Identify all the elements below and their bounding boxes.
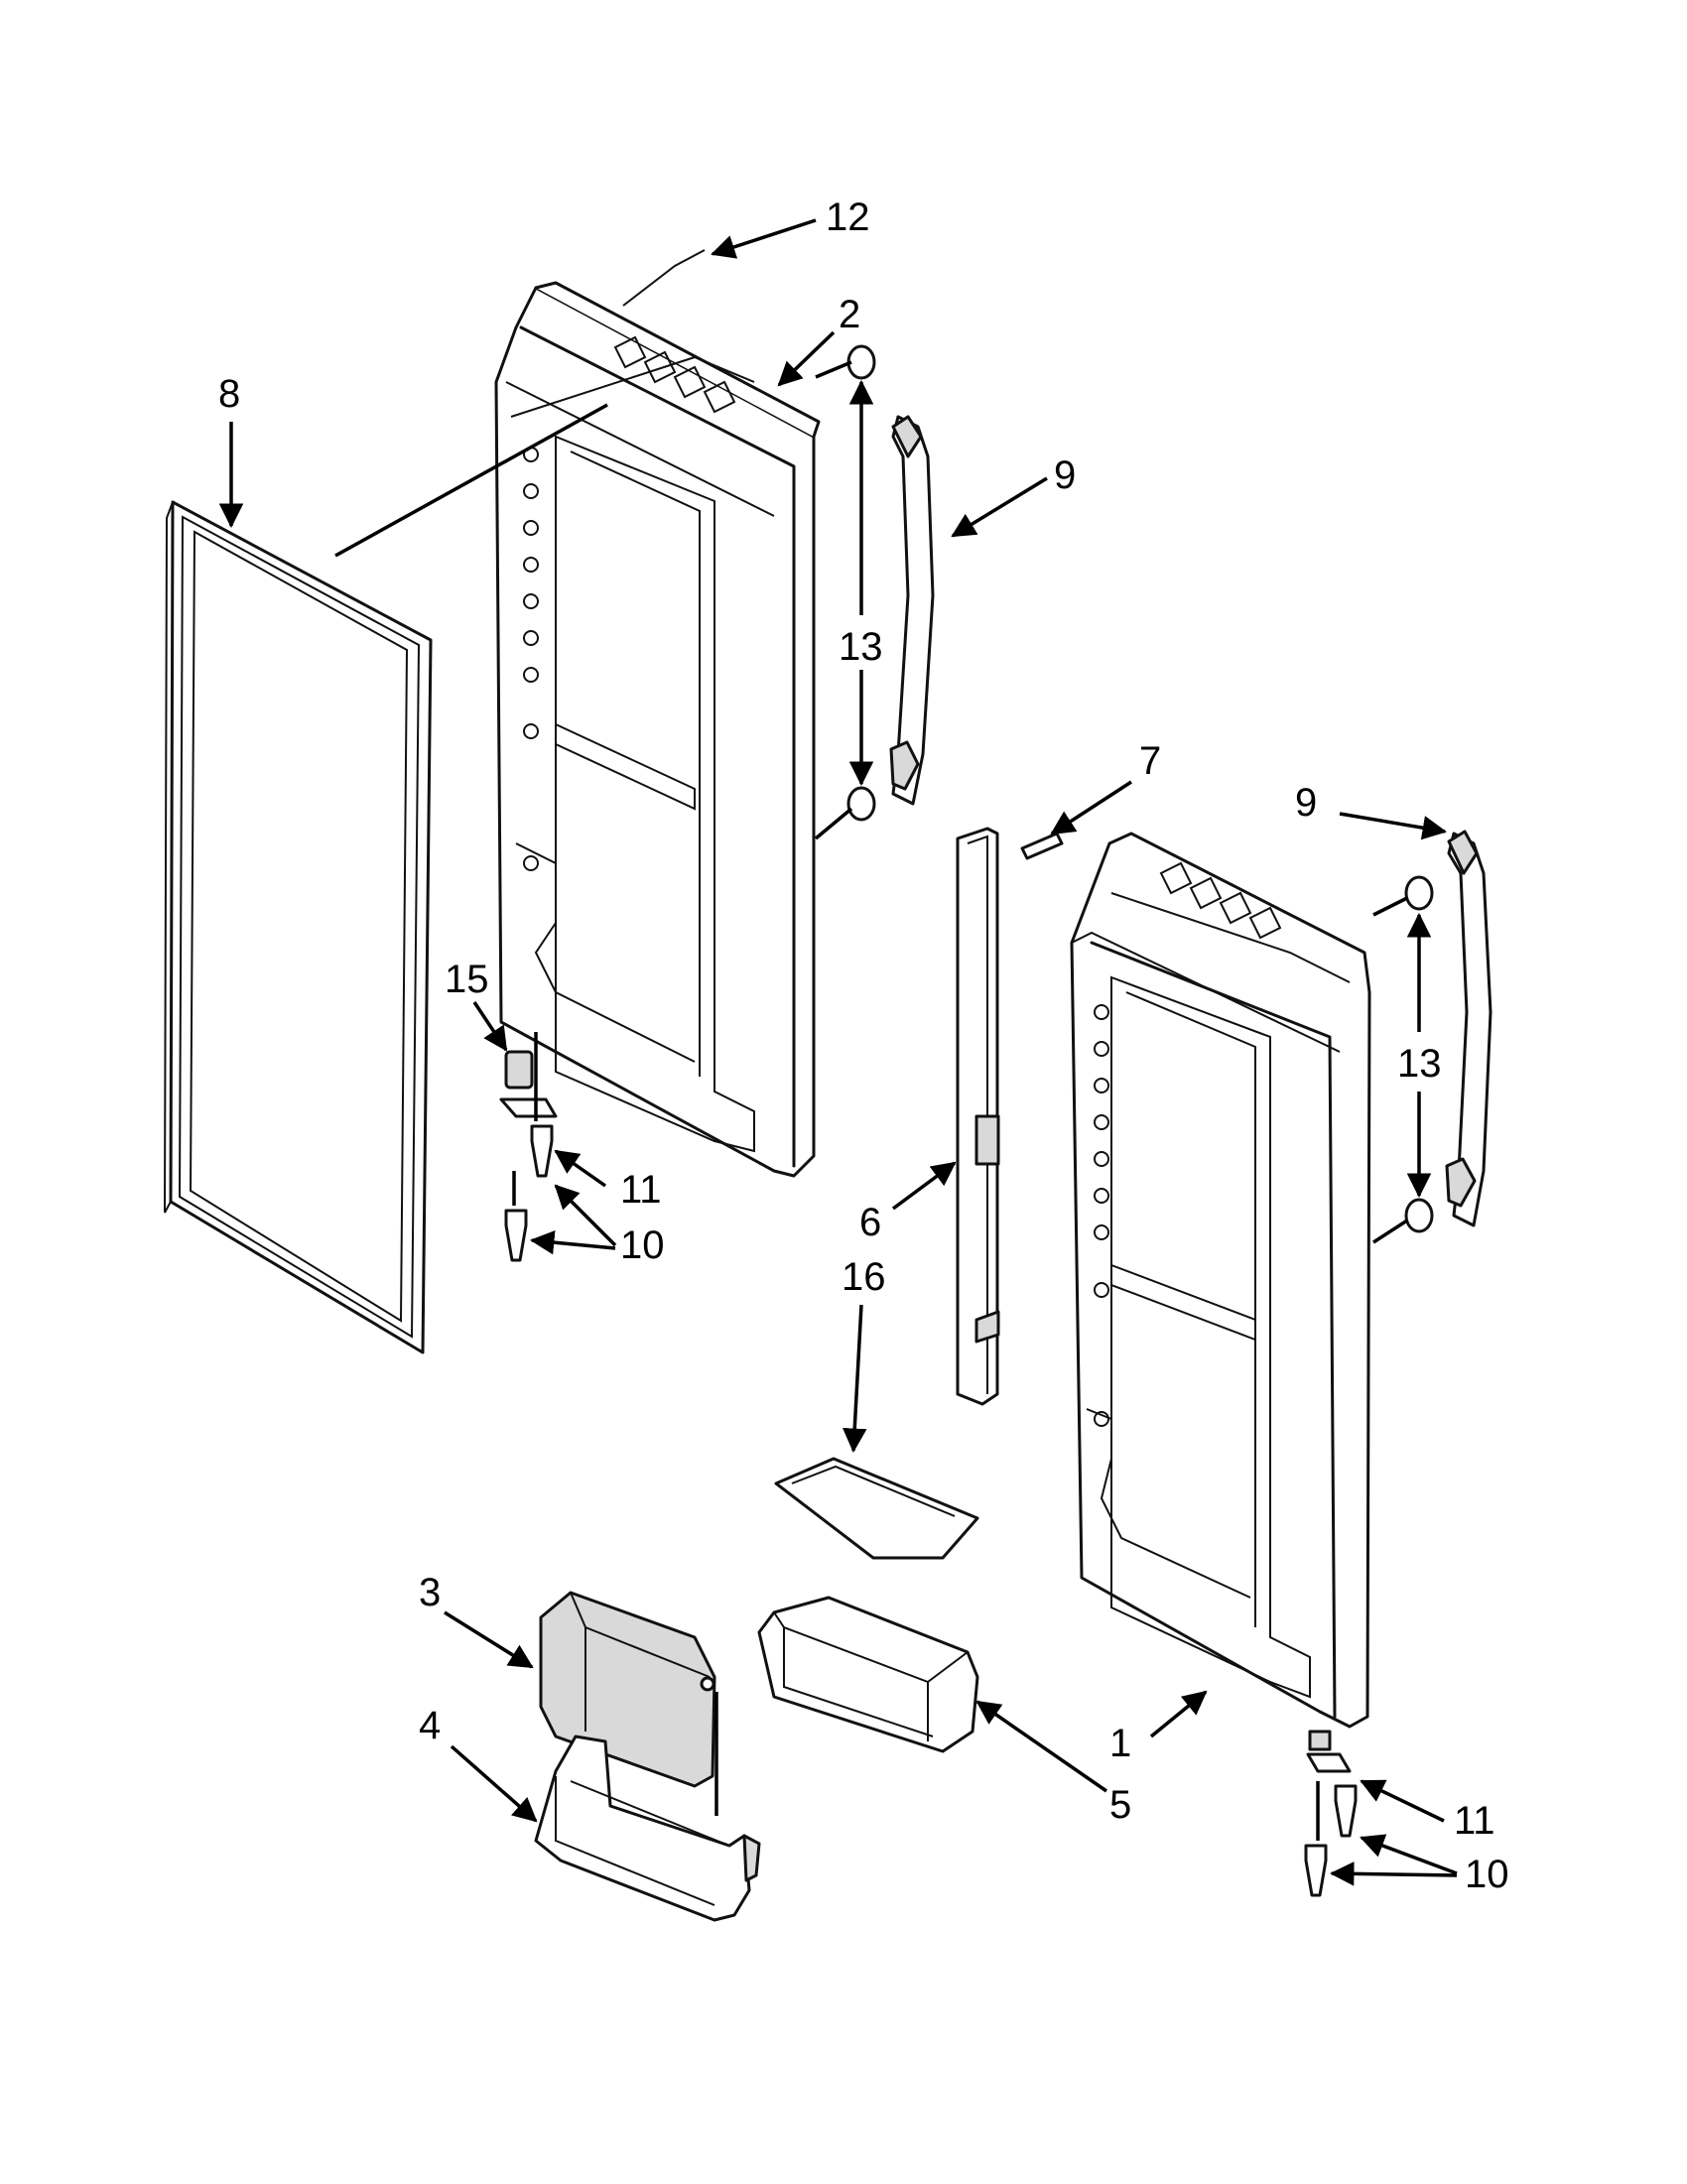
- callout-1: 1: [1109, 1722, 1131, 1765]
- leader-lines: [218, 218, 1458, 1886]
- part-10-right-screws: [1304, 1784, 1358, 1897]
- part-6-center-mullion: [956, 827, 1000, 1406]
- part-2-left-door-liner: [494, 281, 821, 1178]
- part-1-right-door-liner: [1070, 832, 1371, 1729]
- callout-12: 12: [826, 195, 870, 239]
- callout-11-right: 11: [1454, 1799, 1495, 1843]
- part-7-mullion-screw: [1020, 832, 1064, 860]
- callout-6: 6: [859, 1201, 881, 1244]
- callout-9-right: 9: [1295, 781, 1317, 825]
- callout-5: 5: [1109, 1783, 1131, 1827]
- callout-10-right: 10: [1465, 1853, 1509, 1896]
- part-10-left-screws: [504, 1124, 554, 1262]
- part-16-flipper-cover: [774, 1457, 979, 1560]
- part-13-right-handle-screws: [1404, 875, 1434, 1233]
- callout-15: 15: [445, 958, 489, 1001]
- callout-13-left: 13: [839, 625, 883, 669]
- part-11-right-hinge-bracket: [1306, 1730, 1352, 1773]
- part-4-door-bin: [534, 1734, 761, 1922]
- callout-2: 2: [839, 293, 860, 336]
- part-9-right-handle: [1445, 830, 1492, 1227]
- callout-13-right: 13: [1397, 1042, 1442, 1086]
- callout-11-left: 11: [620, 1168, 662, 1212]
- callout-3: 3: [419, 1571, 441, 1614]
- callout-9-left: 9: [1054, 453, 1076, 497]
- part-11-left-hinge-bracket: [499, 1097, 558, 1118]
- callout-7: 7: [1139, 739, 1161, 783]
- part-5-door-bin: [757, 1596, 979, 1753]
- callout-16: 16: [842, 1255, 886, 1299]
- part-15-hinge-pin: [504, 1050, 534, 1090]
- callout-8: 8: [218, 372, 240, 416]
- callout-10-left: 10: [620, 1223, 665, 1267]
- part-8-door-gasket: [164, 500, 433, 1354]
- part-9-left-handle: [889, 415, 935, 806]
- callout-labels: 12 2 8 9 13 7 9 15 13 11 10 6 16 3 4 1 5…: [218, 195, 1509, 1896]
- callout-4: 4: [419, 1704, 441, 1747]
